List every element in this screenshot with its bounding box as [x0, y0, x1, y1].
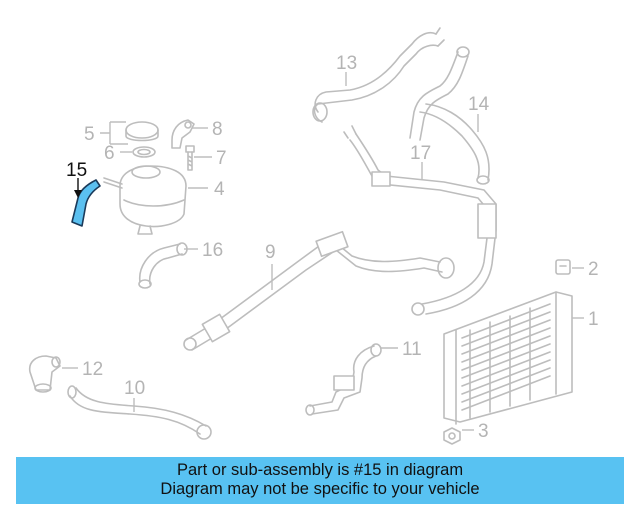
callout-11: 11 [402, 339, 422, 360]
callout-14: 14 [468, 94, 490, 115]
part-14-hose [409, 46, 490, 185]
callout-7: 7 [216, 148, 227, 169]
callout-4: 4 [214, 179, 225, 200]
callout-17: 17 [410, 143, 431, 164]
callout-2: 2 [588, 259, 599, 280]
part-4-expansion-tank [103, 165, 187, 235]
callout-13: 13 [336, 53, 357, 74]
callout-8: 8 [212, 119, 223, 140]
part-11-hose [305, 343, 382, 416]
part-17-pipe-assembly [343, 125, 497, 316]
callout-1: 1 [588, 309, 599, 330]
callout-9: 9 [265, 242, 276, 263]
callout-12: 12 [82, 359, 103, 380]
leader-15-arrow [74, 190, 82, 198]
callout-16: 16 [202, 240, 223, 261]
callout-3: 3 [478, 421, 489, 442]
part-12-elbow [28, 355, 61, 393]
part-7-bolt [185, 145, 195, 171]
callout-10: 10 [124, 378, 145, 399]
banner-line-2: Diagram may not be specific to your vehi… [160, 480, 480, 498]
part-1-radiator [443, 291, 573, 425]
leader-5 [100, 121, 128, 145]
callout-6: 6 [104, 143, 115, 164]
callout-5: 5 [84, 124, 95, 145]
parts-diagram: 13 14 17 9 8 [28, 27, 599, 445]
part-3-nut [443, 427, 461, 445]
part-9-coolant-pipe [183, 230, 455, 351]
part-6-seal [132, 146, 156, 158]
banner-line-1: Part or sub-assembly is #15 in diagram [176, 461, 464, 479]
part-8-fitting [171, 119, 195, 149]
part-5-cap [125, 121, 159, 142]
part-16-hose [138, 242, 188, 289]
part-2-bracket [555, 259, 571, 275]
info-banner: Part or sub-assembly is #15 in diagram D… [16, 457, 624, 504]
part-15-hose-highlighted [71, 179, 101, 227]
callout-15: 15 [66, 160, 87, 181]
part-13-upper-hose [312, 27, 445, 123]
